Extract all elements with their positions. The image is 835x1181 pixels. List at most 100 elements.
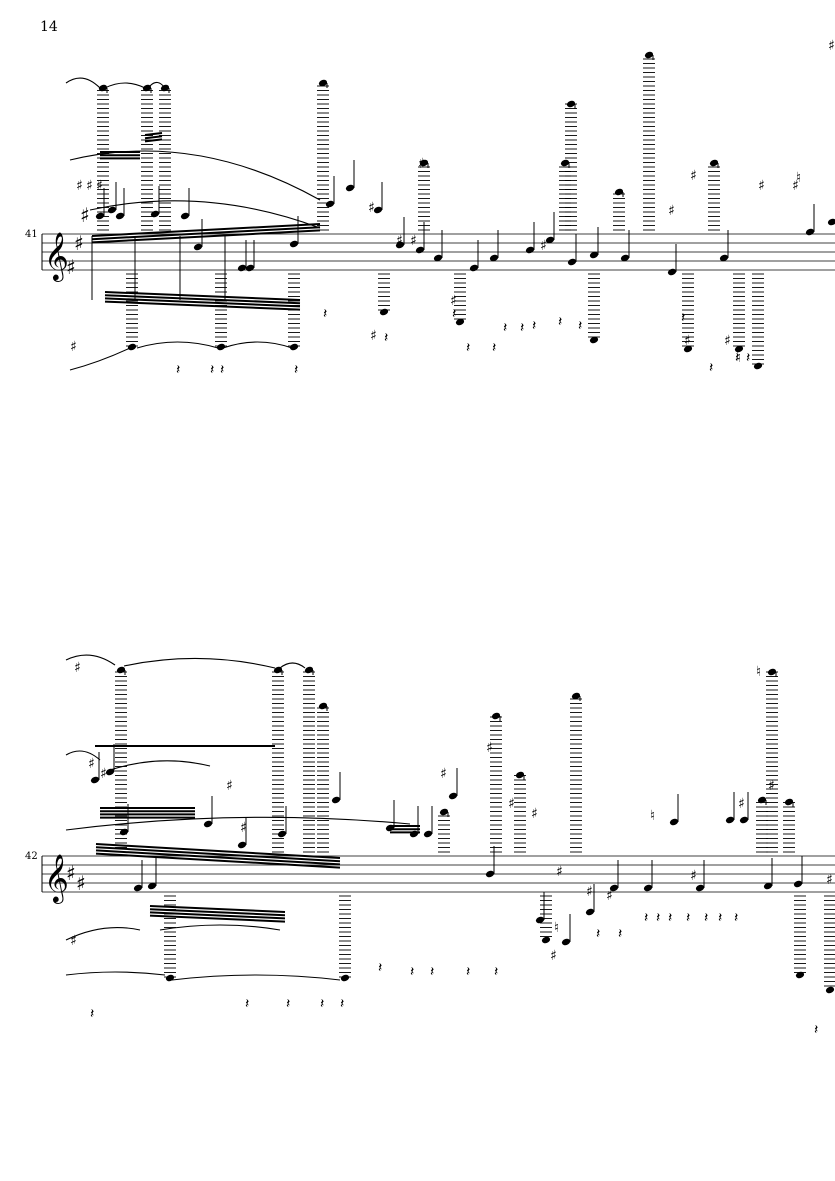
quarter-rest-icon: 𝄽 [323,306,327,322]
beam [91,229,321,244]
beam [95,843,341,859]
notehead [107,206,117,214]
sharp-icon: ♯ [768,778,775,794]
notehead [805,228,815,236]
quarter-rest-icon: 𝄽 [668,910,672,926]
sharp-icon: ♯ [606,888,613,904]
notehead [105,768,115,776]
quarter-rest-icon: 𝄽 [644,910,648,926]
notehead [98,84,108,92]
beam [91,226,321,241]
beam [91,223,321,237]
notehead [373,206,383,214]
quarter-rest-icon: 𝄽 [578,318,582,334]
notehead [683,345,693,353]
notehead [571,692,581,700]
notehead [180,212,190,220]
beam [144,135,163,140]
notehead [784,798,794,806]
natural-icon: ♮ [756,664,761,680]
notehead [95,212,105,220]
quarter-rest-icon: 𝄽 [245,996,249,1012]
slur [65,654,116,666]
quarter-rest-icon: 𝄽 [746,350,750,366]
notehead [560,159,570,167]
notehead [379,308,389,316]
beam [144,132,163,136]
notehead [609,884,619,892]
notehead [644,51,654,59]
notehead [469,264,479,272]
noteheads [95,51,835,370]
notehead [669,818,679,826]
notehead [304,666,314,674]
slur [65,927,141,941]
quarter-rest-icon: 𝄽 [735,350,739,366]
notehead [643,884,653,892]
sharp-icon: ♯ [550,948,557,964]
notehead [793,880,803,888]
quarter-rest-icon: 𝄽 [718,910,722,926]
treble-clef-icon: 𝄞 [44,853,69,904]
slur [65,77,101,89]
beam [104,300,301,311]
natural-icon: ♮ [736,350,741,366]
notehead [419,159,429,167]
quarter-rest-icon: 𝄽 [286,996,290,1012]
notehead [127,343,137,351]
notehead [827,218,835,226]
notehead [725,816,735,824]
ties-and-slurs [65,654,411,981]
svg-text:♯: ♯ [76,871,86,895]
rests: 𝄽𝄽𝄽𝄽𝄽𝄽𝄽𝄽𝄽𝄽𝄽𝄽𝄽𝄽𝄽𝄽𝄽𝄽 [176,306,750,378]
beam [149,908,286,917]
notehead [237,841,247,849]
notehead [116,666,126,674]
notehead [165,974,175,982]
notehead [589,251,599,259]
sharp-icon: ♯ [450,293,457,309]
page-number: 14 [40,19,58,35]
slur [171,974,341,981]
staff-lines [42,855,835,893]
notehead [667,268,677,276]
sharp-icon: ♯ [410,233,417,249]
notehead [119,828,129,836]
notehead [439,808,449,816]
notehead [620,254,630,262]
beam [104,291,301,301]
notehead [485,870,495,878]
ties-and-slurs [65,77,321,371]
sharp-icon: ♯ [368,200,375,216]
sharp-icon: ♯ [508,796,515,812]
quarter-rest-icon: 𝄽 [466,340,470,356]
sharp-icon: ♯ [88,756,95,772]
svg-text:♯: ♯ [80,203,90,227]
notehead [589,336,599,344]
natural-icon: ♮ [554,920,559,936]
rests: 𝄽𝄽𝄽𝄽𝄽𝄽𝄽𝄽𝄽𝄽𝄽𝄽𝄽𝄽𝄽𝄽𝄽𝄽𝄽𝄽 [90,910,818,1038]
notehead [331,796,341,804]
quarter-rest-icon: 𝄽 [681,310,685,326]
sharp-icon: ♯ [226,778,233,794]
notehead [415,246,425,254]
sharp-icon: ♯ [76,178,83,194]
quarter-rest-icon: 𝄽 [558,314,562,330]
notehead [614,188,624,196]
quarter-rest-icon: 𝄽 [494,964,498,980]
quarter-rest-icon: 𝄽 [503,320,507,336]
quarter-rest-icon: 𝄽 [520,320,524,336]
notehead [541,936,551,944]
staff-lines [42,233,835,271]
beam [144,138,163,143]
slur [149,81,166,89]
slur [65,971,166,976]
sharp-icon: ♯ [70,339,77,355]
notehead [150,210,160,218]
beam [95,846,341,863]
quarter-rest-icon: 𝄽 [220,362,224,378]
sharp-icon: ♯ [668,203,675,219]
slur [159,924,281,931]
quarter-rest-icon: 𝄽 [618,926,622,942]
treble-clef-icon: 𝄞 [44,231,69,282]
